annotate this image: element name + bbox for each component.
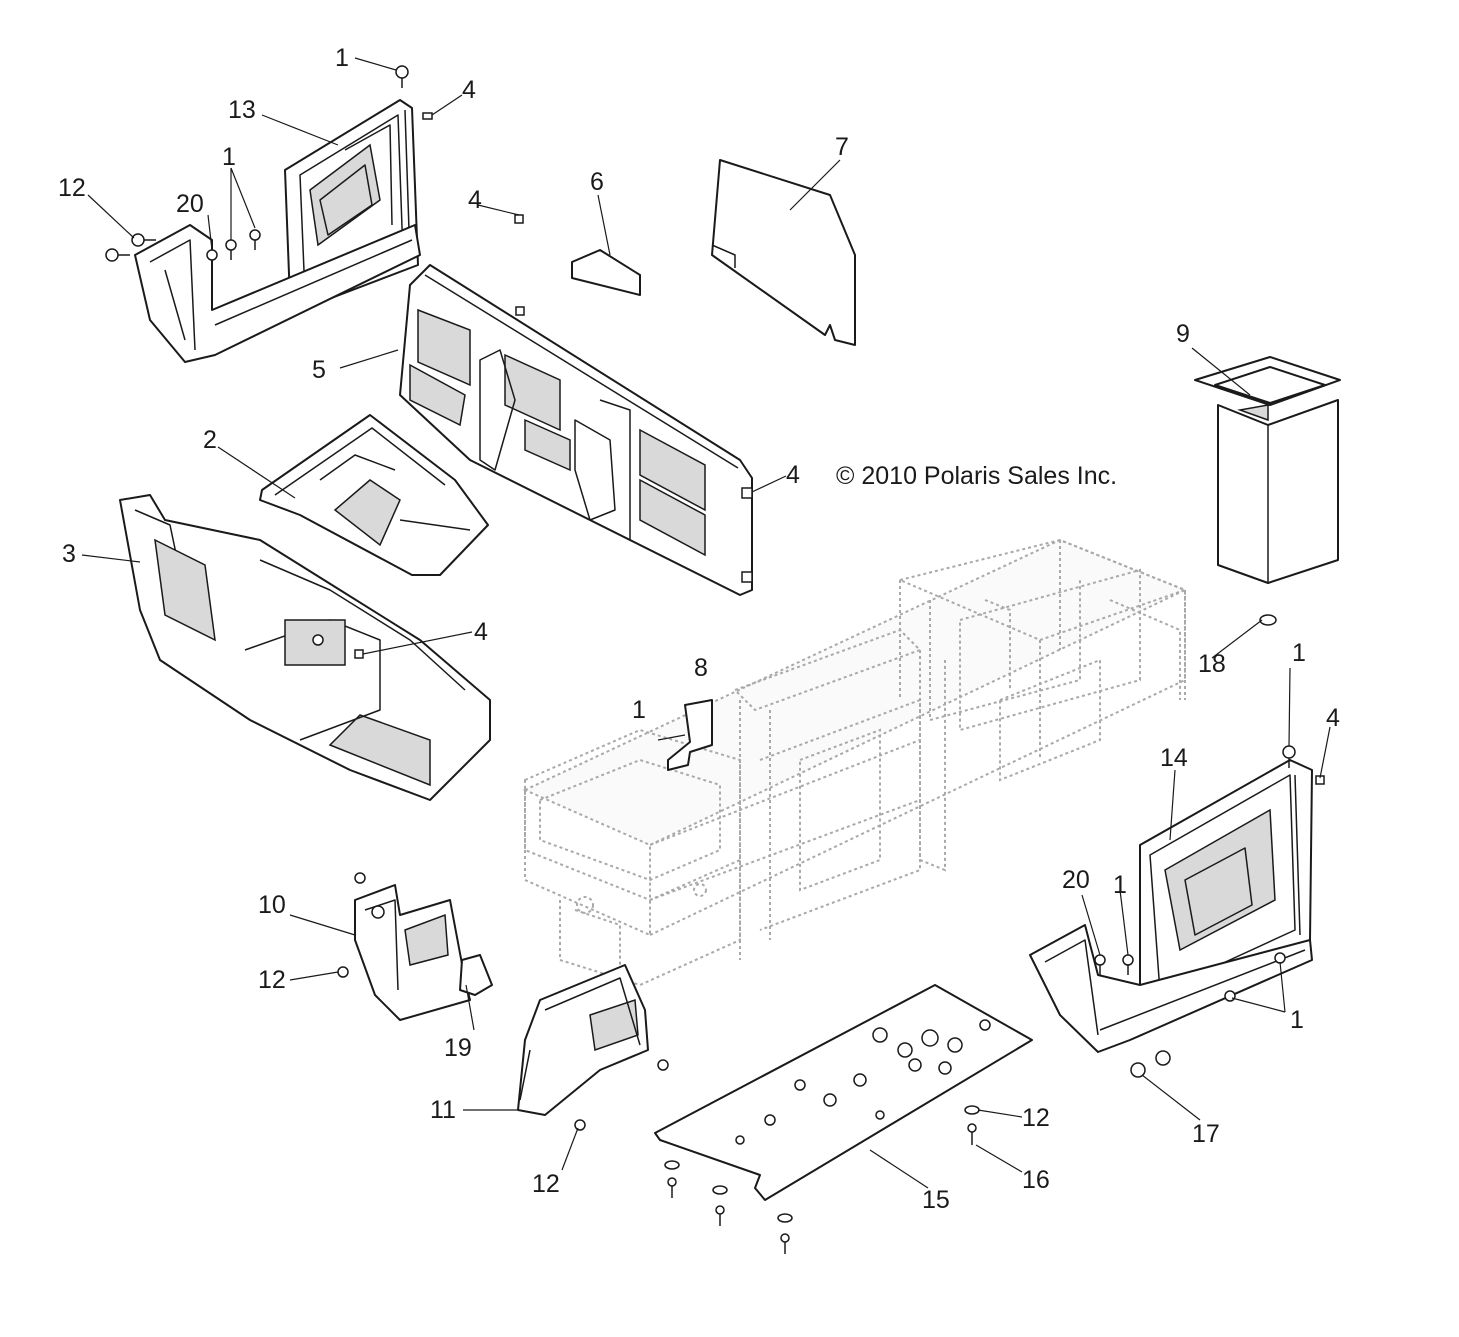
- callout-10: 10: [258, 891, 286, 919]
- part-8-bracket: [667, 699, 713, 771]
- callout-12: 12: [532, 1170, 560, 1198]
- part-10-side-shield: [354, 884, 471, 1021]
- callout-1: 1: [1292, 639, 1306, 667]
- callout-12: 17: [1192, 1120, 1220, 1148]
- callout-14: 14: [1160, 744, 1188, 772]
- part-6-decal: [571, 249, 641, 296]
- part-7-panel: [711, 159, 856, 346]
- callout-4: 4: [462, 76, 476, 104]
- callout-7: 7: [835, 133, 849, 161]
- callout-8: 8: [694, 654, 708, 682]
- callout-17: 12: [1022, 1104, 1050, 1132]
- callout-20: 20: [176, 190, 204, 218]
- part-15-skid-plate: [654, 984, 1033, 1201]
- part-2-floor-cover: [259, 414, 489, 576]
- callout-4: 4: [468, 186, 482, 214]
- callout-1: 1: [1290, 1006, 1304, 1034]
- callout-4: 4: [474, 618, 488, 646]
- callout-1: 1: [222, 143, 236, 171]
- part-5-dash-bulkhead: [399, 264, 753, 596]
- callout-13: 13: [228, 96, 256, 124]
- callout-6: 6: [590, 168, 604, 196]
- callout-5: 5: [312, 356, 326, 384]
- callout-4: 4: [786, 461, 800, 489]
- callout-12: 12: [258, 966, 286, 994]
- callout-1: 1: [632, 696, 646, 724]
- part-9-storage-bin: [1194, 356, 1341, 626]
- part-11-front-shield: [517, 964, 649, 1116]
- leader-lines: [81, 57, 1331, 1189]
- callout-9: 9: [1176, 320, 1190, 348]
- callout-20: 20: [1062, 866, 1090, 894]
- callout-4: 4: [1326, 704, 1340, 732]
- callout-2: 2: [203, 426, 217, 454]
- callout-16: 16: [1022, 1166, 1050, 1194]
- callout-1: 1: [335, 44, 349, 72]
- vehicle-frame: [522, 538, 1188, 987]
- part-13-lower-tray: [134, 224, 421, 363]
- callout-3: 3: [62, 540, 76, 568]
- callout-12: 12: [58, 174, 86, 202]
- callout-labels: 1 4 13 12 20 1 4 6 7 5 9 2 4 3 4 18 1 8 …: [58, 44, 1340, 1214]
- callout-11: 11: [430, 1096, 456, 1124]
- fasteners: [105, 65, 1325, 1254]
- callout-1: 1: [1113, 871, 1127, 899]
- callout-19: 19: [444, 1034, 472, 1062]
- part-14-lower-tray: [1029, 924, 1313, 1053]
- part-3-center-floor: [119, 494, 491, 801]
- part-19-bracket: [459, 954, 493, 996]
- callout-18: 18: [1198, 650, 1226, 678]
- callout-15: 15: [922, 1186, 950, 1214]
- copyright-notice: © 2010 Polaris Sales Inc.: [836, 462, 1117, 490]
